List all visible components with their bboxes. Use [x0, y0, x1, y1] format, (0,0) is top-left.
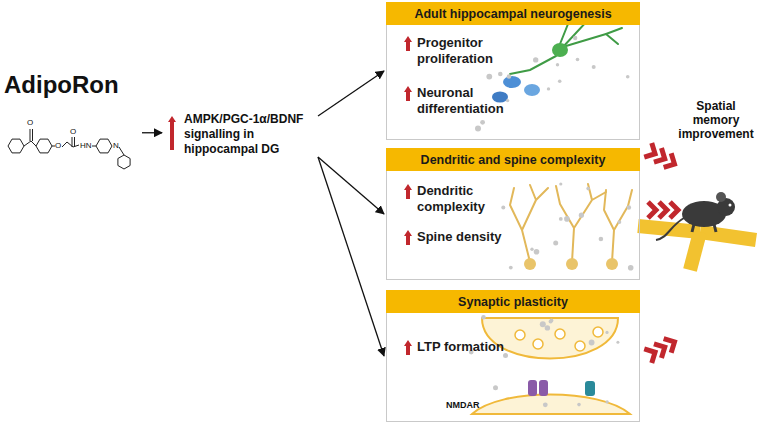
background-dot	[586, 187, 590, 191]
synapse-illustration	[472, 318, 630, 414]
chevron-arrows	[644, 143, 678, 171]
outcome-panel: Dendritic and spine complexityDendritic …	[386, 148, 640, 280]
increase-arrow	[404, 230, 412, 245]
background-dot	[579, 213, 584, 218]
background-dot	[486, 74, 492, 80]
increase-arrow	[404, 184, 412, 199]
background-dot	[605, 331, 608, 334]
background-dot	[628, 265, 634, 271]
flow-arrow	[142, 132, 162, 133]
atom-label: O	[27, 118, 33, 127]
flow-arrow	[318, 157, 384, 356]
background-dot	[543, 402, 548, 407]
background-dot	[556, 63, 559, 66]
background-dot	[533, 57, 538, 62]
background-dot	[493, 385, 498, 390]
pathway-node: AMPK/PGC-1α/BDNF signalling in hippocamp…	[164, 112, 316, 161]
flow-arrow	[318, 71, 384, 116]
increase-arrow	[404, 36, 412, 51]
background-dot	[549, 320, 553, 324]
panel-header: Adult hippocampal neurogenesis	[386, 2, 640, 25]
background-dot	[559, 217, 563, 221]
background-dot	[592, 65, 596, 69]
panel-header: Dendritic and spine complexity	[386, 148, 640, 171]
background-dot	[577, 403, 581, 407]
outcome-panel: Synaptic plasticityLTP formation	[386, 290, 640, 422]
background-dot	[599, 237, 604, 242]
compound-name: AdipoRon	[4, 72, 140, 98]
background-dot	[605, 400, 608, 403]
background-dot	[573, 36, 577, 40]
background-dot	[507, 74, 512, 79]
compound-node: AdipoRon	[4, 72, 140, 170]
atom-label: N	[113, 141, 119, 150]
background-dot	[564, 216, 570, 222]
outcome-label: Spatial memory improvement	[672, 100, 760, 141]
background-dot	[545, 325, 550, 330]
effect-text: LTP formation	[417, 339, 509, 355]
atom-label: O	[55, 141, 61, 150]
atom-label: O	[70, 127, 76, 136]
background-dot	[475, 126, 481, 132]
panel-header: Synaptic plasticity	[386, 290, 640, 313]
ring-bond	[118, 155, 130, 169]
ring-bond	[8, 139, 24, 153]
background-dot	[547, 87, 550, 90]
background-dot	[509, 266, 513, 270]
outcome-panel: Adult hippocampal neurogenesisProgenitor…	[386, 2, 640, 140]
increase-arrow	[404, 340, 412, 355]
background-dot	[558, 79, 562, 83]
y-maze-mouse	[638, 192, 756, 270]
background-dot	[616, 341, 619, 344]
effect-text: Neuronal differentiation	[417, 85, 509, 117]
pathway-text: AMPK/PGC-1α/BDNF signalling in hippocamp…	[164, 112, 316, 157]
dendrite-illustration	[510, 184, 632, 262]
background-dot	[589, 340, 595, 346]
effect-text: Dendritic complexity	[417, 183, 509, 215]
increase-arrow	[404, 86, 412, 101]
ring-bond	[96, 139, 112, 153]
atom-label: HN	[80, 141, 92, 150]
background-dot	[627, 205, 631, 209]
background-dot	[559, 182, 562, 185]
background-dot	[540, 321, 546, 327]
background-dot	[498, 72, 503, 77]
background-dot	[481, 315, 486, 320]
background-dot	[506, 99, 509, 102]
effect-text: Spine density	[417, 229, 509, 245]
background-dot	[534, 249, 540, 255]
background-dot	[553, 241, 558, 246]
background-dot	[576, 58, 580, 62]
background-dot	[501, 205, 505, 209]
background-dot	[626, 75, 630, 79]
background-dot	[480, 120, 485, 125]
background-dot	[618, 220, 622, 224]
receptor-label: NMDAR	[446, 400, 480, 410]
chevron-arrows	[644, 335, 678, 363]
chevron-arrows	[648, 202, 678, 218]
effect-text: Progenitor proliferation	[417, 35, 509, 67]
ring-bond	[36, 139, 52, 153]
increase-arrow	[168, 116, 176, 150]
background-dot	[530, 248, 533, 251]
